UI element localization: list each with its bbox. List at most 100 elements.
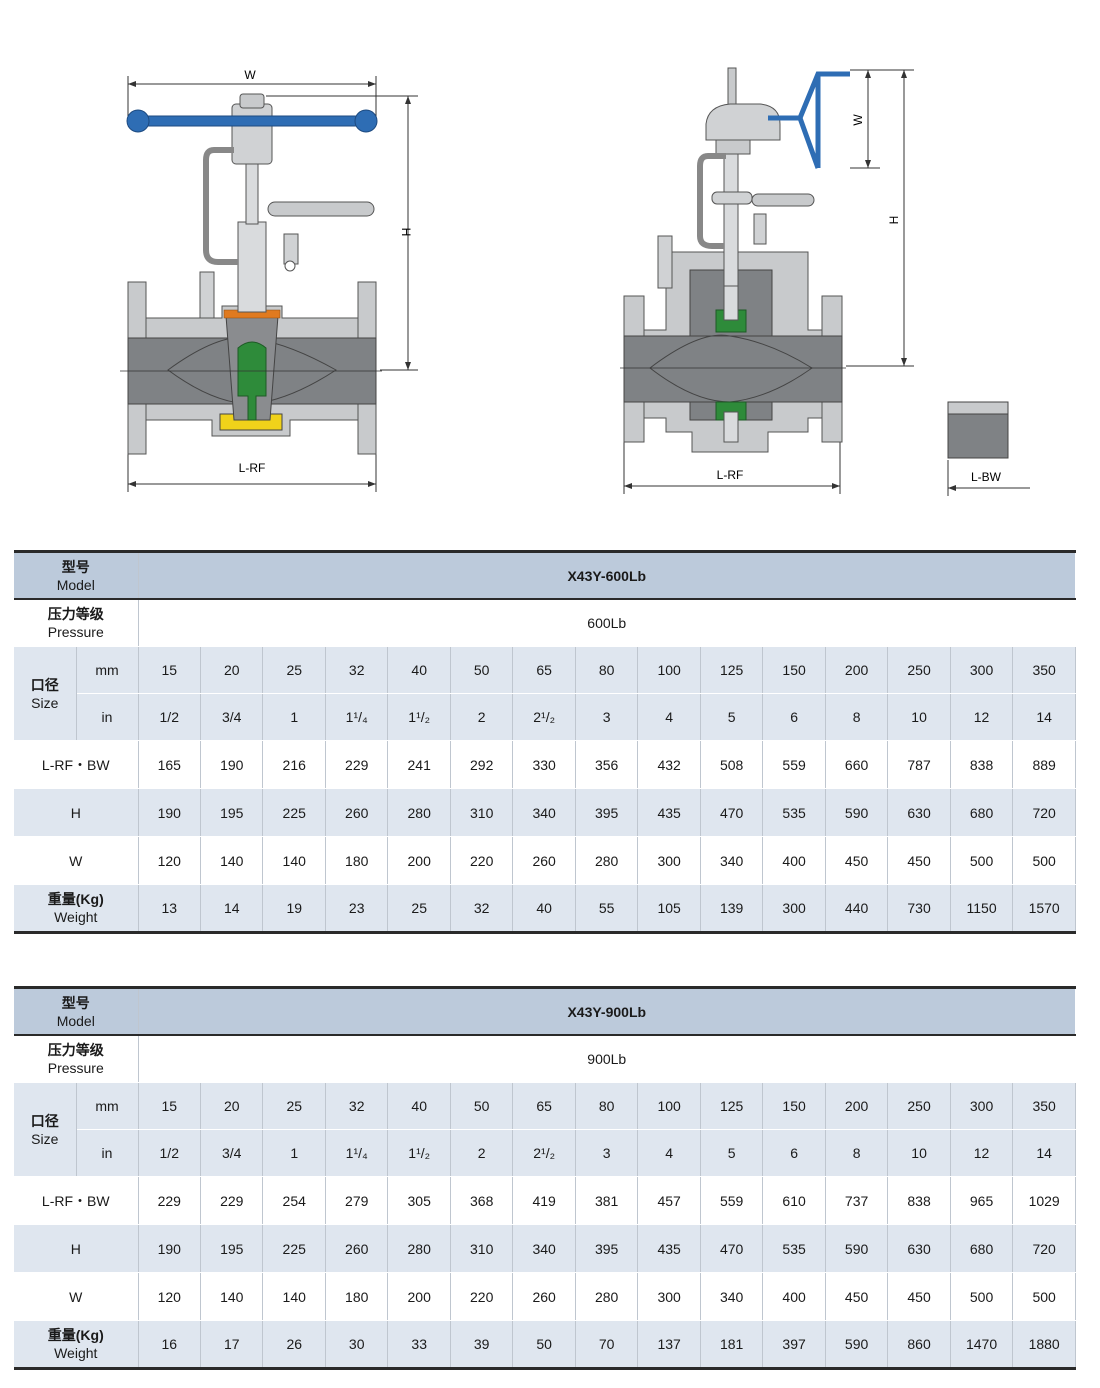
width-cell: 450 <box>887 1272 951 1321</box>
left-dim-h-label: H <box>399 228 413 237</box>
label-zh: 重量(Kg) <box>47 891 104 907</box>
length-cell: 368 <box>450 1176 514 1225</box>
size-in-cell: 8 <box>825 1129 889 1177</box>
weight-cell: 16 <box>138 1320 202 1370</box>
size-in-cell: 6 <box>762 693 826 741</box>
label-zh: 口径 <box>30 676 59 693</box>
height-cell: 720 <box>1012 788 1076 837</box>
height-cell: 470 <box>700 788 764 837</box>
height-cell: 195 <box>200 1224 264 1273</box>
size-in-cell: 1¹/₂ <box>387 693 451 741</box>
size-mm-cell: 100 <box>637 646 701 694</box>
size-mm-cell: 150 <box>762 1082 826 1130</box>
weight-label-cell: 重量(Kg)Weight <box>14 1320 139 1370</box>
weight-cell: 1880 <box>1012 1320 1076 1370</box>
size-mm-cell: 125 <box>700 1082 764 1130</box>
size-mm-cell: 80 <box>575 646 639 694</box>
height-cell: 470 <box>700 1224 764 1273</box>
height-label: H <box>14 1224 139 1273</box>
height-cell: 190 <box>138 788 202 837</box>
size-in-cell: 3 <box>575 1129 639 1177</box>
length-cell: 432 <box>637 740 701 789</box>
size-in-cell: 5 <box>700 1129 764 1177</box>
butt-weld-end-drawing: L-BW <box>947 401 1030 496</box>
weight-cell: 40 <box>512 884 576 934</box>
size-in-cell: 2 <box>450 693 514 741</box>
size-mm-cell: 100 <box>637 1082 701 1130</box>
bw-dim-l-label: L-BW <box>971 470 1002 484</box>
length-cell: 838 <box>887 1176 951 1225</box>
width-cell: 500 <box>950 1272 1014 1321</box>
width-cell: 120 <box>138 1272 202 1321</box>
length-cell: 190 <box>200 740 264 789</box>
size-mm-cell: 32 <box>325 1082 389 1130</box>
width-cell: 400 <box>762 836 826 885</box>
height-cell: 435 <box>637 1224 701 1273</box>
label-zh: 型号 <box>61 994 90 1011</box>
size-in-cell: 5 <box>700 693 764 741</box>
height-cell: 280 <box>387 1224 451 1273</box>
weight-cell: 860 <box>887 1320 951 1370</box>
size-in-cell: 14 <box>1012 693 1076 741</box>
weight-cell: 50 <box>512 1320 576 1370</box>
size-in-cell: 4 <box>637 693 701 741</box>
label-en: Size <box>31 694 59 711</box>
height-cell: 260 <box>325 1224 389 1273</box>
label-zh: 压力等级 <box>47 606 104 622</box>
size-mm-cell: 250 <box>887 1082 951 1130</box>
height-cell: 590 <box>825 1224 889 1273</box>
height-cell: 260 <box>325 788 389 837</box>
length-cell: 559 <box>700 1176 764 1225</box>
lever-valve-drawing: W H L-RF <box>120 68 418 492</box>
weight-cell: 17 <box>200 1320 264 1370</box>
height-cell: 195 <box>200 788 264 837</box>
size-in-cell: 1¹/₄ <box>325 1129 389 1177</box>
length-cell: 254 <box>262 1176 326 1225</box>
size-mm-cell: 25 <box>262 1082 326 1130</box>
weight-cell: 1150 <box>950 884 1014 934</box>
width-cell: 260 <box>512 836 576 885</box>
height-cell: 435 <box>637 788 701 837</box>
valve-drawings: W H L-RF <box>120 67 1030 496</box>
weight-cell: 137 <box>637 1320 701 1370</box>
size-mm-cell: 150 <box>762 646 826 694</box>
weight-cell: 181 <box>700 1320 764 1370</box>
right-dim-w-label: W <box>851 114 865 126</box>
length-cell: 279 <box>325 1176 389 1225</box>
height-cell: 310 <box>450 1224 514 1273</box>
gear-valve-drawing: W H L-RF <box>620 67 914 494</box>
size-mm-cell: 125 <box>700 646 764 694</box>
size-in-cell: 6 <box>762 1129 826 1177</box>
width-cell: 140 <box>200 1272 264 1321</box>
length-cell: 229 <box>138 1176 202 1225</box>
weight-cell: 26 <box>262 1320 326 1370</box>
size-mm-cell: 65 <box>512 1082 576 1130</box>
length-cell: 787 <box>887 740 951 789</box>
size-mm-cell: 250 <box>887 646 951 694</box>
height-cell: 340 <box>512 788 576 837</box>
length-cell: 610 <box>762 1176 826 1225</box>
height-cell: 310 <box>450 788 514 837</box>
width-cell: 120 <box>138 836 202 885</box>
width-label: W <box>14 836 139 885</box>
size-in-cell: 3 <box>575 693 639 741</box>
size-mm-cell: 50 <box>450 646 514 694</box>
weight-cell: 25 <box>387 884 451 934</box>
size-in-cell: 1/2 <box>138 693 202 741</box>
pressure-value: 600Lb <box>138 599 1077 647</box>
width-cell: 220 <box>450 1272 514 1321</box>
width-cell: 500 <box>950 836 1014 885</box>
weight-cell: 23 <box>325 884 389 934</box>
unit-mm: mm <box>76 646 139 694</box>
weight-cell: 139 <box>700 884 764 934</box>
